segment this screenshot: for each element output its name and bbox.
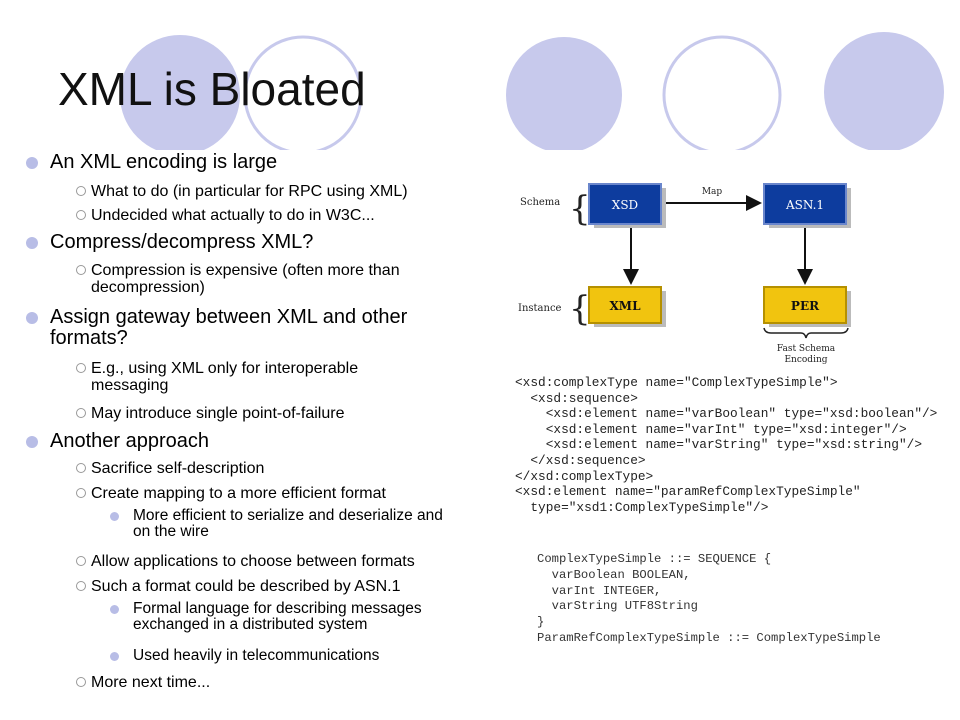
bullet-item: Sacrifice self-description	[18, 460, 264, 477]
code-line: ParamRefComplexTypeSimple ::= ComplexTyp…	[537, 630, 881, 645]
xsd-code-block: <xsd:complexType name="ComplexTypeSimple…	[515, 375, 937, 515]
bullet-icon	[26, 237, 38, 249]
code-line: <xsd:element name="paramRefComplexTypeSi…	[515, 484, 861, 500]
hollow-bullet-icon	[76, 210, 86, 220]
hollow-bullet-icon	[76, 581, 86, 591]
code-line: <xsd:sequence>	[515, 390, 638, 406]
caption-line: Fast Schema	[777, 344, 836, 354]
xml-box-label: XML	[609, 299, 641, 313]
decorative-circles	[120, 32, 944, 150]
hollow-bullet-icon	[76, 556, 86, 566]
bullet-icon	[110, 512, 119, 521]
code-line: varBoolean BOOLEAN,	[537, 567, 691, 582]
circle-fill-3	[824, 32, 944, 150]
xsd-box	[588, 183, 662, 225]
hollow-bullet-icon	[76, 265, 86, 275]
bullet-item: Create mapping to a more efficient forma…	[18, 485, 386, 502]
bullet-item: Compress/decompress XML?	[18, 232, 313, 253]
encoding-brace	[763, 327, 849, 339]
code-line: }	[537, 615, 545, 630]
instance-label: Instance	[518, 303, 562, 314]
bullet-item: Compression is expensive (often more tha…	[18, 262, 400, 296]
bullet-item: An XML encoding is large	[18, 152, 277, 173]
bullet-item: More efficient to serialize and deserial…	[18, 508, 443, 540]
bullet-icon	[26, 157, 38, 169]
bullet-item: Another approach	[18, 431, 209, 452]
bullet-icon	[110, 652, 119, 661]
bullet-item: Used heavily in telecommunications	[18, 648, 379, 664]
per-box-label: PER	[791, 299, 820, 313]
xml-box	[588, 286, 662, 324]
xsd-box-label: XSD	[612, 198, 638, 212]
hollow-bullet-icon	[76, 363, 86, 373]
code-line: </xsd:sequence>	[515, 452, 646, 468]
code-line: <xsd:element name="varBoolean" type="xsd…	[515, 406, 938, 422]
bullet-icon	[26, 436, 38, 448]
instance-brace: {	[569, 289, 591, 329]
bullet-item: What to do (in particular for RPC using …	[18, 183, 408, 200]
caption-line: Encoding	[784, 355, 827, 365]
hollow-bullet-icon	[76, 186, 86, 196]
asn1-box	[763, 183, 847, 225]
circle-fill-1	[120, 35, 240, 150]
slide-title: XML is Bloated	[58, 63, 366, 115]
hollow-bullet-icon	[76, 488, 86, 498]
bullet-item: Undecided what actually to do in W3C...	[18, 207, 375, 224]
code-line: <xsd:complexType name="ComplexTypeSimple…	[515, 375, 838, 390]
code-line: <xsd:element name="varInt" type="xsd:int…	[515, 421, 907, 437]
per-box	[763, 286, 847, 324]
code-line: <xsd:element name="varString" type="xsd:…	[515, 437, 923, 453]
hollow-bullet-icon	[76, 463, 86, 473]
asn1-code-block: ComplexTypeSimple ::= SEQUENCE { varBool…	[537, 552, 881, 647]
code-line: varInt INTEGER,	[537, 583, 662, 598]
bullet-item: May introduce single point-of-failure	[18, 405, 344, 422]
code-line: ComplexTypeSimple ::= SEQUENCE {	[537, 552, 772, 566]
hollow-bullet-icon	[76, 408, 86, 418]
map-label: Map	[702, 187, 723, 197]
bullet-item: More next time...	[18, 674, 210, 691]
circle-outline-2	[662, 35, 782, 150]
circle-fill-2	[506, 37, 622, 150]
schema-label: Schema	[520, 197, 560, 208]
code-line: type="xsd1:ComplexTypeSimple"/>	[515, 499, 769, 515]
bullet-item: Such a format could be described by ASN.…	[18, 578, 401, 595]
circle-outline-1	[243, 35, 363, 150]
schema-brace: {	[569, 189, 591, 229]
hollow-bullet-icon	[76, 677, 86, 687]
asn1-box-label: ASN.1	[785, 198, 824, 212]
xsd-asn1-diagram: Schema Instance { { XSD ASN.1 XML PER Ma…	[518, 183, 851, 365]
code-line: </xsd:complexType>	[515, 468, 654, 484]
bullet-item: Allow applications to choose between for…	[18, 553, 415, 570]
code-line: varString UTF8String	[537, 599, 698, 614]
bullet-icon	[26, 312, 38, 324]
bullet-icon	[110, 605, 119, 614]
